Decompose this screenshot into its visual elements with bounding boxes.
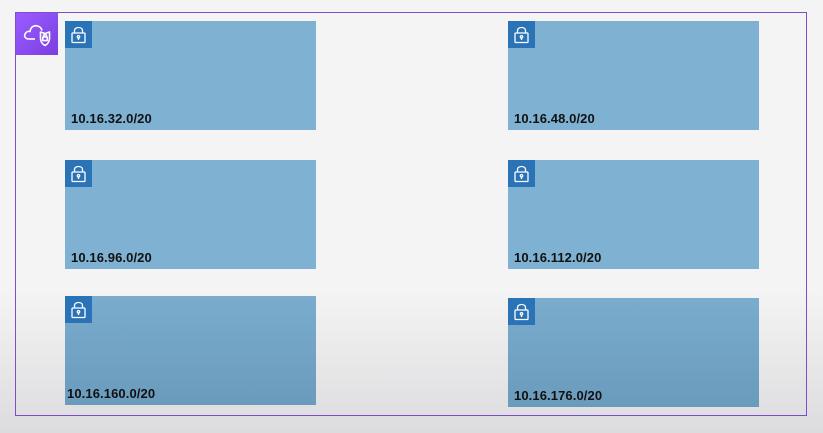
padlock-icon (65, 21, 92, 48)
subnet-box: 10.16.32.0/20 (65, 21, 316, 130)
subnet-box: 10.16.48.0/20 (508, 21, 759, 130)
subnet-cidr-label: 10.16.160.0/20 (67, 386, 156, 401)
padlock-icon (508, 21, 535, 48)
subnet-cidr-label: 10.16.176.0/20 (514, 388, 603, 403)
subnet-cidr-label: 10.16.96.0/20 (71, 250, 152, 265)
vpc-boundary (15, 12, 807, 416)
padlock-icon (65, 160, 92, 187)
vpc-cloud-shield-icon (16, 13, 58, 55)
subnet-box: 10.16.176.0/20 (508, 298, 759, 407)
subnet-cidr-label: 10.16.32.0/20 (71, 111, 152, 126)
subnet-box: 10.16.160.0/20 (65, 296, 316, 405)
padlock-icon (508, 160, 535, 187)
padlock-icon (508, 298, 535, 325)
padlock-icon (65, 296, 92, 323)
subnet-cidr-label: 10.16.112.0/20 (514, 250, 602, 265)
subnet-box: 10.16.112.0/20 (508, 160, 759, 269)
subnet-box: 10.16.96.0/20 (65, 160, 316, 269)
subnet-cidr-label: 10.16.48.0/20 (514, 111, 595, 126)
